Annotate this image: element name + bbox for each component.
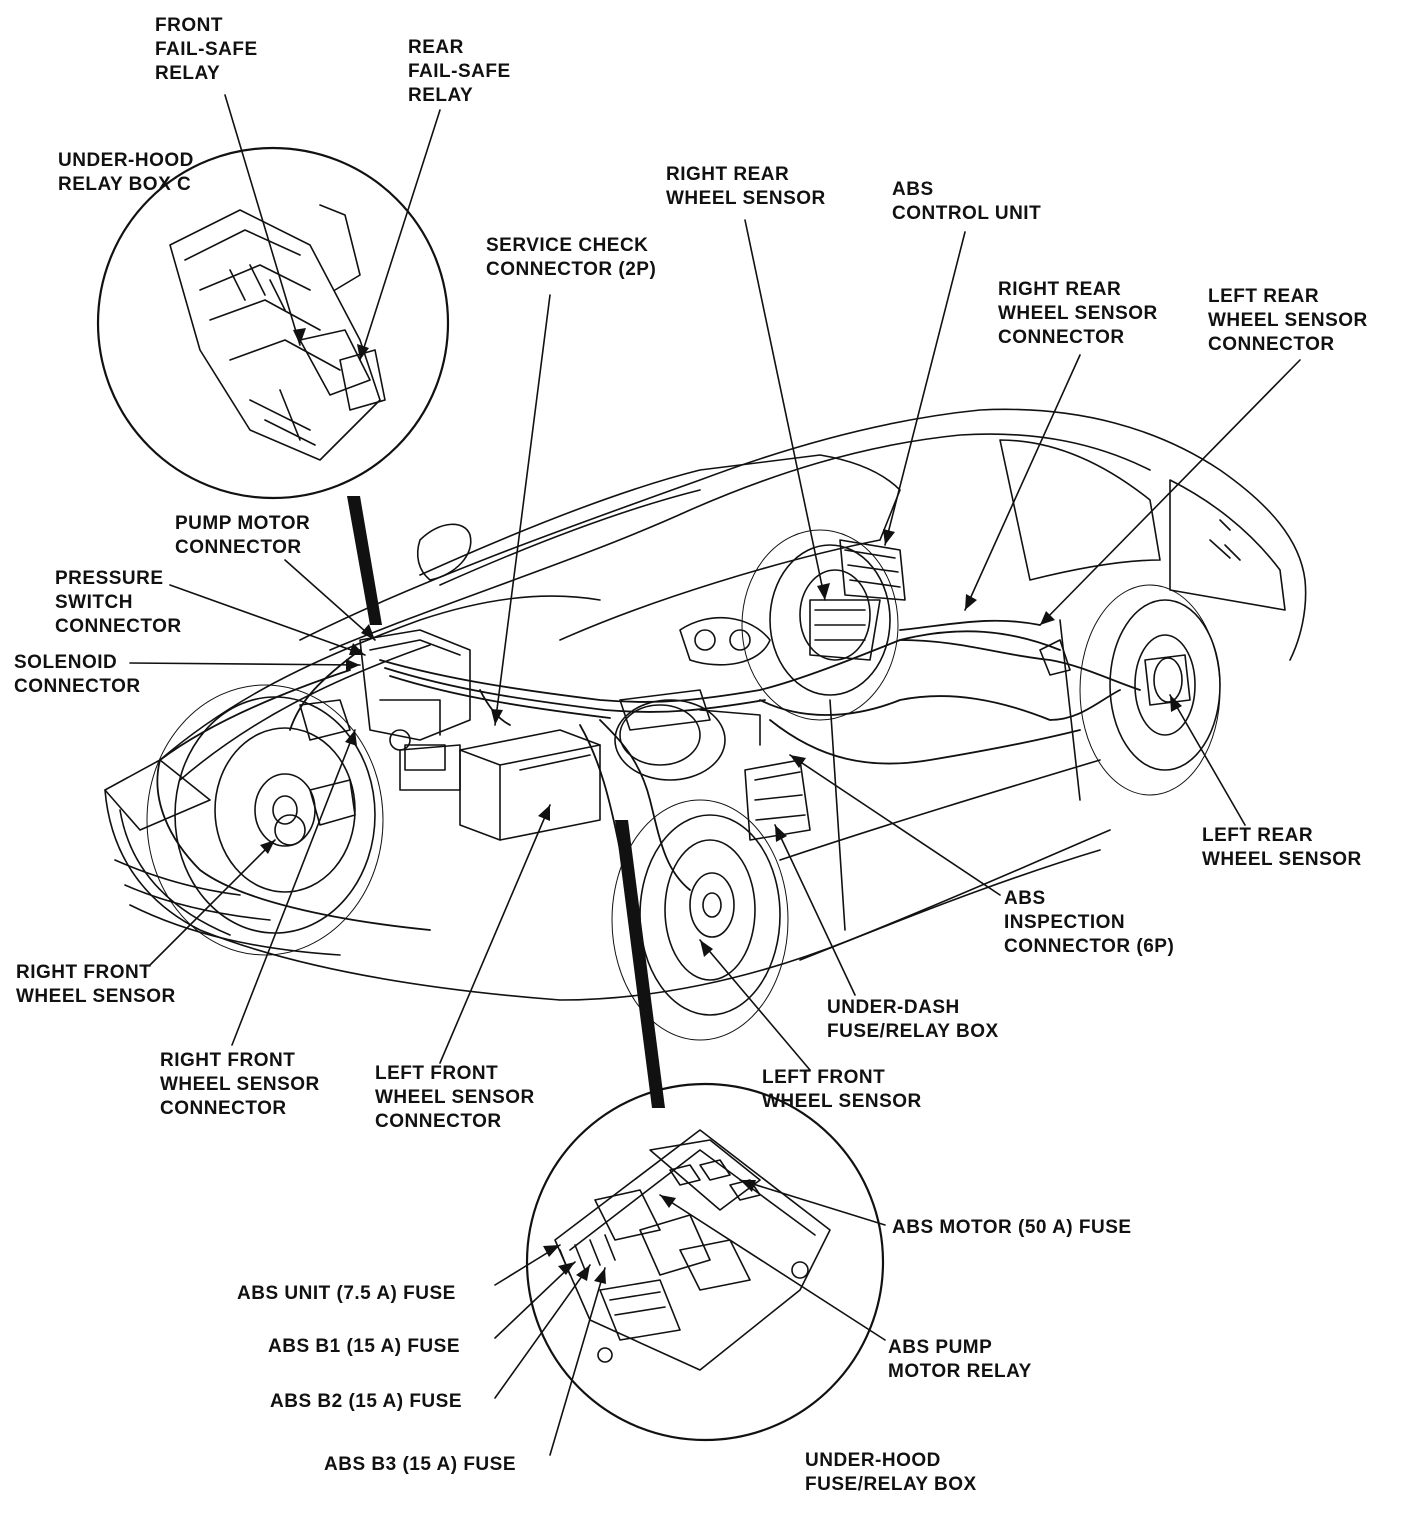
label-abs-motor-fuse: ABS MOTOR (50 A) FUSE	[892, 1217, 1132, 1238]
leader-arrowheads	[260, 328, 1182, 1284]
label-abs-b3-fuse: ABS B3 (15 A) FUSE	[324, 1454, 516, 1475]
front-sensor-assembly	[274, 699, 356, 846]
abs-control-unit-box	[809, 539, 906, 661]
right-rear-wheel	[741, 529, 899, 721]
label-abs-b2-fuse: ABS B2 (15 A) FUSE	[270, 1391, 462, 1412]
fuse-relay-box-inset	[525, 820, 885, 1442]
abs-modulator-unit	[359, 629, 471, 771]
left-rear-wheel	[1079, 584, 1221, 796]
label-abs-b1-fuse: ABS B1 (15 A) FUSE	[268, 1336, 460, 1357]
label-abs-unit-fuse: ABS UNIT (7.5 A) FUSE	[237, 1283, 456, 1304]
leader-lines	[129, 94, 1301, 1456]
brake-booster	[614, 689, 761, 781]
right-front-wheel	[146, 684, 384, 956]
instrument-cluster	[679, 616, 771, 666]
under-dash-box	[744, 759, 811, 841]
rear-sensor-assembly	[1039, 639, 1191, 706]
battery	[399, 729, 601, 841]
